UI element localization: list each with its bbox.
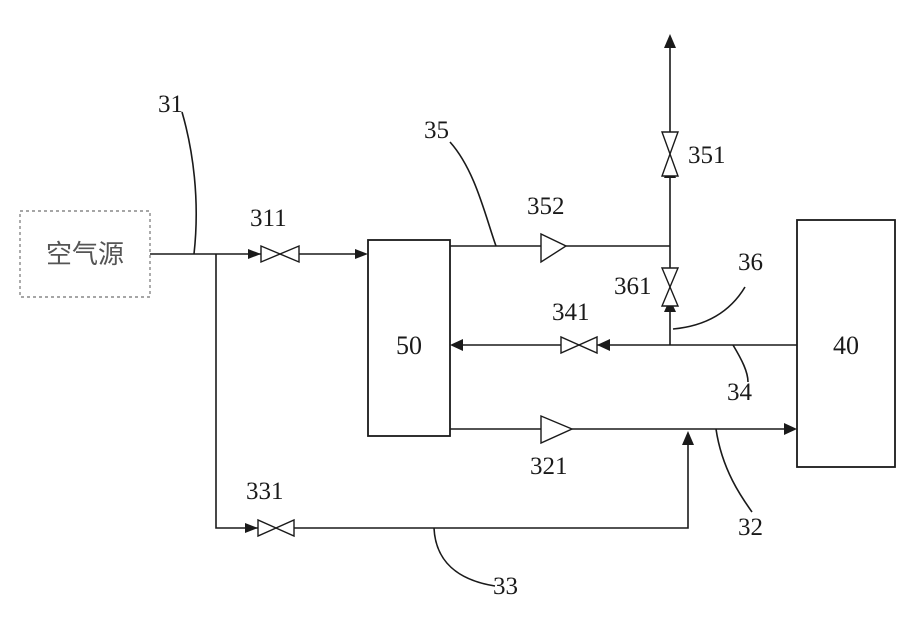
valve-351 [662, 132, 678, 176]
label-33: 33 [493, 573, 518, 600]
arrow-main-31 [248, 249, 261, 259]
arrow-bypass-up [682, 431, 694, 445]
valve-361 [662, 268, 678, 306]
label-35: 35 [424, 117, 449, 144]
nozzle-352 [541, 234, 566, 262]
arrow-into-50-mid [450, 339, 463, 351]
label-311: 311 [250, 205, 287, 232]
valve-331 [258, 520, 294, 536]
label-31: 31 [158, 91, 183, 118]
valve-311 [261, 246, 299, 262]
arrow-into-341 [597, 339, 610, 351]
leader-32 [716, 429, 752, 512]
block-40-label: 40 [833, 331, 859, 360]
block-50-label: 50 [396, 331, 422, 360]
leader-36 [673, 287, 745, 329]
arrow-into-40 [784, 423, 797, 435]
arrow-into-331 [245, 523, 258, 533]
label-351: 351 [688, 142, 726, 169]
label-331: 331 [246, 478, 284, 505]
arrow-up-top [664, 34, 676, 48]
label-352: 352 [527, 193, 565, 220]
nozzle-321 [541, 416, 572, 443]
air-source-label: 空气源 [46, 240, 124, 270]
label-34: 34 [727, 379, 753, 406]
label-341: 341 [552, 299, 590, 326]
leader-35 [450, 142, 496, 246]
label-32: 32 [738, 514, 763, 541]
valve-341 [561, 337, 597, 353]
label-36: 36 [738, 249, 763, 276]
leader-34 [733, 345, 748, 382]
leader-31 [182, 112, 196, 254]
label-321: 321 [530, 453, 568, 480]
arrow-into-50-top [355, 249, 368, 259]
leader-33 [434, 528, 495, 586]
label-361: 361 [614, 273, 652, 300]
